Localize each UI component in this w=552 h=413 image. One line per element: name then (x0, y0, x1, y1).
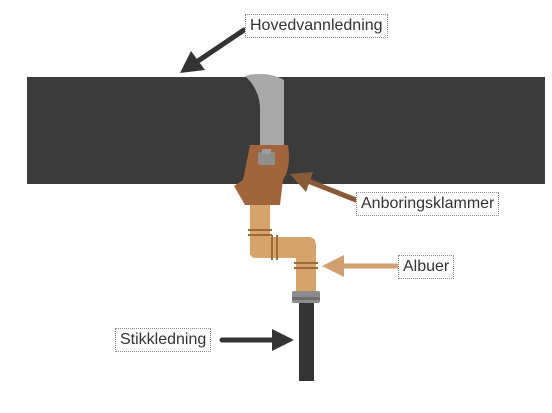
arrow-main-pipe (180, 27, 247, 73)
coupling-band (292, 297, 320, 300)
arrow-elbow (322, 255, 400, 277)
label-elbow: Albuer (398, 255, 455, 279)
copper-ring (294, 267, 318, 269)
copper-ring (276, 235, 278, 260)
arrow-service-line (219, 329, 294, 351)
service-line-pipe (299, 303, 314, 381)
copper-ring (248, 229, 272, 231)
arrow-tapping-clamp (290, 172, 359, 203)
label-tapping-clamp: Anboringsklammer (356, 192, 500, 216)
copper-ring (271, 235, 273, 260)
clamp-bolt (258, 152, 275, 165)
label-service-line: Stikkledning (115, 328, 212, 352)
copper-pipe-lower (296, 270, 316, 292)
copper-ring (294, 262, 318, 264)
label-main-water-pipe: Hovedvannledning (245, 14, 388, 38)
copper-ring (248, 234, 272, 236)
clamp-bolt-head (262, 149, 271, 154)
tapping-clamp-saddle (234, 145, 289, 205)
clamp-strap (245, 73, 284, 160)
